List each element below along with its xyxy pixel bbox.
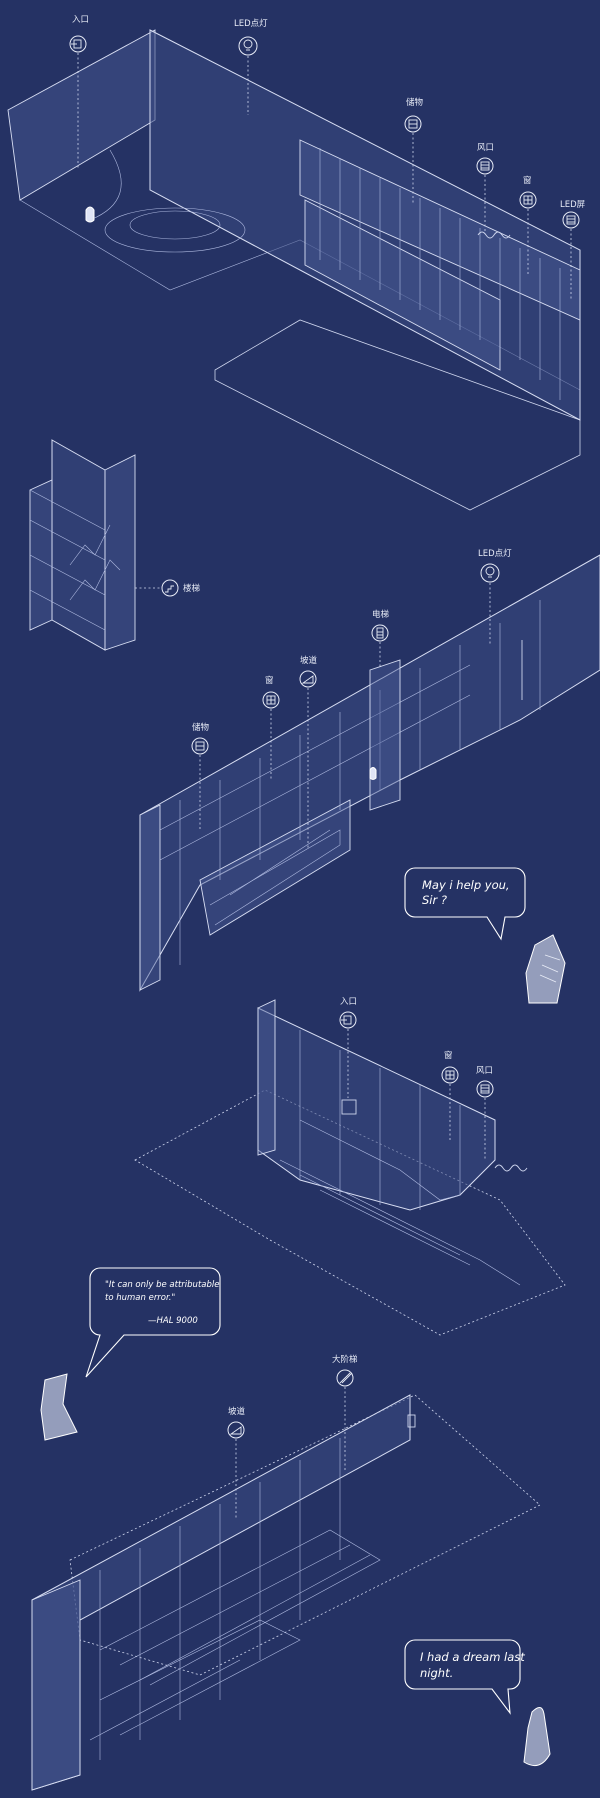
s2-window-label: 窗: [265, 675, 274, 686]
robot-1: [525, 934, 566, 1004]
section-1-room: [7, 29, 581, 511]
stair-callout: 楼梯: [135, 579, 201, 597]
s2-ramp-callout: 坡道: [299, 655, 318, 850]
s1-storage-callout: 储物: [404, 97, 424, 205]
section-2-wall: [139, 554, 600, 992]
s2-elevator-label: 电梯: [372, 609, 390, 620]
s1-led-light-callout: LED点灯: [234, 18, 268, 115]
speech-bubble-3: I had a dream last night.: [404, 1639, 525, 1715]
s4-big-stair-label: 大阶梯: [332, 1354, 358, 1365]
s4-ramp-label: 坡道: [228, 1406, 246, 1417]
bubble-1-line-1: May i help you,: [422, 878, 510, 892]
ramp-icon: [229, 1426, 242, 1435]
speech-bubble-2: "It can only be attributable to human er…: [85, 1267, 221, 1378]
ramp-icon: [301, 675, 314, 684]
s1-window-callout: 窗: [519, 175, 537, 275]
s1-led-screen-callout: LED屏: [560, 200, 586, 300]
s2-storage-label: 储物: [192, 722, 210, 733]
s1-entrance-callout: 入口: [69, 15, 89, 170]
bubble-3-line-1: I had a dream last: [420, 1650, 525, 1664]
window-icon: [445, 1070, 455, 1080]
bubble-3-line-2: night.: [420, 1666, 453, 1680]
s1-led-light-label: LED点灯: [234, 18, 268, 29]
s3-window-label: 窗: [444, 1050, 453, 1061]
bubble-2-line-2: to human error.": [105, 1293, 175, 1303]
led-screen-icon: [566, 215, 576, 225]
speech-bubble-1: May i help you, Sir ?: [404, 867, 526, 941]
s2-elevator-callout: 电梯: [371, 609, 390, 668]
robot-3: [523, 1707, 551, 1767]
section-4-wall: [31, 1394, 541, 1791]
s1-window-label: 窗: [523, 175, 532, 186]
storage-icon: [408, 119, 418, 129]
section-3-wall: [134, 999, 566, 1336]
s2-led-light-callout: LED点灯: [478, 548, 512, 645]
bulb-icon: [243, 39, 253, 51]
s3-window-callout: 窗: [441, 1050, 459, 1140]
s1-entrance-label: 入口: [72, 15, 89, 25]
stair-label: 楼梯: [183, 583, 201, 594]
s3-entrance-label: 入口: [340, 997, 357, 1007]
window-icon: [523, 195, 533, 205]
stair-icon: [165, 585, 174, 593]
s1-storage-label: 储物: [406, 97, 424, 108]
s2-storage-callout: 储物: [191, 722, 210, 830]
s3-vent-label: 风口: [476, 1066, 493, 1076]
s1-led-screen-label: LED屏: [560, 200, 586, 210]
s3-vent-callout: 风口: [476, 1066, 494, 1160]
stair-tower: [29, 439, 136, 651]
elevator-icon: [376, 627, 384, 639]
robot-2: [40, 1373, 78, 1441]
s2-led-light-label: LED点灯: [478, 548, 512, 559]
entrance-icon: [71, 39, 82, 49]
s1-vent-callout: 风口: [476, 143, 494, 232]
bubble-2-line-1: "It can only be attributable: [105, 1280, 219, 1290]
s4-ramp-callout: 坡道: [227, 1406, 246, 1520]
stair-icon: [339, 1372, 353, 1384]
s1-vent-label: 风口: [477, 143, 494, 153]
bulb-icon: [485, 566, 495, 578]
storage-icon: [195, 741, 205, 751]
s3-entrance-callout: 入口: [339, 997, 357, 1098]
vent-icon: [480, 161, 490, 171]
vent-icon: [480, 1084, 490, 1094]
entrance-icon: [341, 1015, 352, 1025]
window-icon: [266, 695, 276, 705]
s2-window-callout: 窗: [262, 675, 280, 780]
s4-big-stair-callout: 大阶梯: [332, 1354, 358, 1470]
s2-ramp-label: 坡道: [300, 655, 318, 666]
bubble-2-line-3: —HAL 9000: [148, 1316, 198, 1326]
bubble-1-line-2: Sir ?: [422, 893, 447, 907]
